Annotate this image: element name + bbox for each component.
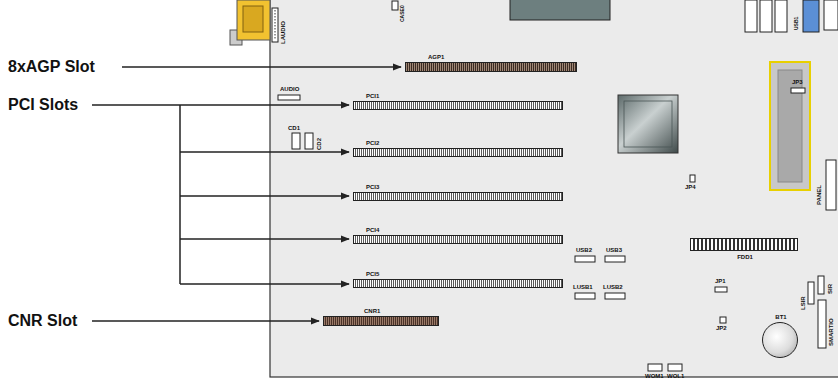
slot-label: PCI4 <box>366 227 379 234</box>
usb-port <box>803 0 819 32</box>
wake-header <box>668 364 682 371</box>
jumper-label: JP3 <box>792 79 803 86</box>
slot-label: AGP1 <box>428 54 444 61</box>
header-label: AUDIO <box>280 86 299 93</box>
header-label: LSIR <box>800 296 807 310</box>
header-label: LAUDIO <box>280 21 287 44</box>
ide-connector-inner <box>778 70 802 182</box>
jumper <box>690 175 695 182</box>
battery: BT1 <box>762 322 798 358</box>
connector <box>760 0 772 32</box>
slot-label: CNR1 <box>364 308 380 315</box>
connector <box>775 0 787 32</box>
leader-line <box>180 195 349 197</box>
usb-header <box>575 256 595 262</box>
header-label: WOL1 <box>667 373 684 380</box>
pci-slot: PCI4 <box>353 235 563 244</box>
panel-header <box>826 160 836 210</box>
pci-slot: PCI1 <box>353 101 563 110</box>
usb-header <box>575 293 595 299</box>
laudio-header <box>272 8 278 42</box>
slot-label: PCI5 <box>366 271 379 278</box>
wake-header <box>648 364 662 371</box>
leader-line <box>122 66 401 68</box>
jumper-label: JP1 <box>715 278 726 285</box>
agp-slot: AGP1 <box>405 62 577 72</box>
cd-header <box>292 133 300 149</box>
header-pins <box>275 10 276 40</box>
leader-line <box>180 283 349 285</box>
leader-line <box>180 151 349 153</box>
jumper <box>791 88 805 93</box>
vga-port-inner <box>243 6 263 32</box>
vga-port <box>237 0 270 40</box>
jumper-label: JP2 <box>716 325 727 332</box>
smartio-header <box>818 300 826 348</box>
slot-label: PCI2 <box>366 140 379 147</box>
header-label: LUSB1 <box>573 284 593 291</box>
pci-slot: PCI2 <box>353 148 563 157</box>
leader-line <box>179 105 181 284</box>
board-outline <box>270 0 838 377</box>
callout-label: 8xAGP Slot <box>8 57 95 76</box>
callout-label: CNR Slot <box>8 311 77 330</box>
header-label: PANEL <box>816 185 823 205</box>
cpu-socket-chip <box>510 0 610 20</box>
slot-label: BT1 <box>775 314 786 321</box>
port-label: USB1 <box>793 17 799 30</box>
header-label: SIR <box>827 284 834 294</box>
pci-slot: PCI5 <box>353 279 563 288</box>
usb-header <box>605 256 625 262</box>
ide-connector <box>770 62 810 190</box>
chipset <box>618 95 678 153</box>
floppy-connector: FDD1 <box>690 238 798 251</box>
header-label: CD2 <box>316 138 323 150</box>
slot-label: FDD1 <box>737 254 753 261</box>
header-label: CASE0 <box>399 5 405 22</box>
connector <box>745 0 757 32</box>
chipset-die <box>624 101 672 147</box>
jumper <box>720 317 726 323</box>
audio-header <box>278 95 300 100</box>
slot-label: PCI1 <box>366 93 379 100</box>
header-label: WOM1 <box>645 373 664 380</box>
jumper <box>715 287 727 292</box>
leader-line <box>92 104 349 106</box>
ir-header <box>818 276 824 294</box>
connector <box>824 0 838 30</box>
leader-line <box>92 320 319 322</box>
ir-header <box>808 282 814 304</box>
header-label: USB2 <box>576 247 592 254</box>
header-label: CD1 <box>288 125 300 132</box>
header-label: USB3 <box>606 247 622 254</box>
cd-header <box>305 133 313 149</box>
case-header <box>392 1 398 10</box>
header-label: SMARTIO <box>828 318 835 346</box>
pci-slot: PCI3 <box>353 192 563 201</box>
jumper-label: JP4 <box>685 184 696 191</box>
header-label: LUSB2 <box>603 284 623 291</box>
cnr-slot: CNR1 <box>323 316 439 326</box>
usb-header <box>605 293 625 299</box>
slot-label: PCI3 <box>366 184 379 191</box>
callout-label: PCI Slots <box>8 95 78 114</box>
leader-line <box>180 238 349 240</box>
